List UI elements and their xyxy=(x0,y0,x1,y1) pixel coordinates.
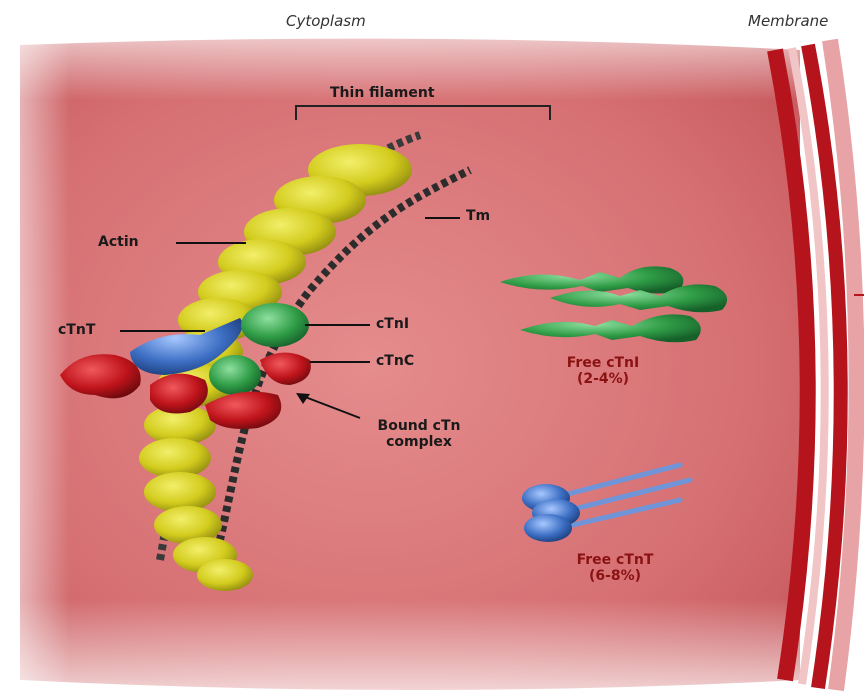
bound-ctn-complex-label: Bound cTn complex xyxy=(364,418,474,450)
ctni-label: cTnI xyxy=(376,316,409,332)
free-ctni-percent: (2-4%) xyxy=(548,371,658,387)
ctnt-label: cTnT xyxy=(58,322,95,338)
cytoplasm-label: Cytoplasm xyxy=(286,12,366,30)
free-ctni-label: Free cTnI (2-4%) xyxy=(548,355,658,387)
ctnc-label: cTnC xyxy=(376,353,414,369)
actin-label: Actin xyxy=(98,234,139,250)
free-ctnt-label: Free cTnT (6-8%) xyxy=(560,552,670,584)
tm-label: Tm xyxy=(466,208,490,224)
free-ctni-title: Free cTnI xyxy=(548,355,658,371)
free-ctnt-title: Free cTnT xyxy=(560,552,670,568)
free-ctnt-percent: (6-8%) xyxy=(560,568,670,584)
bound-ctn-line2: complex xyxy=(364,434,474,450)
bound-ctn-line1: Bound cTn xyxy=(364,418,474,434)
thin-filament-label: Thin filament xyxy=(330,85,435,101)
membrane-label: Membrane xyxy=(748,12,828,30)
